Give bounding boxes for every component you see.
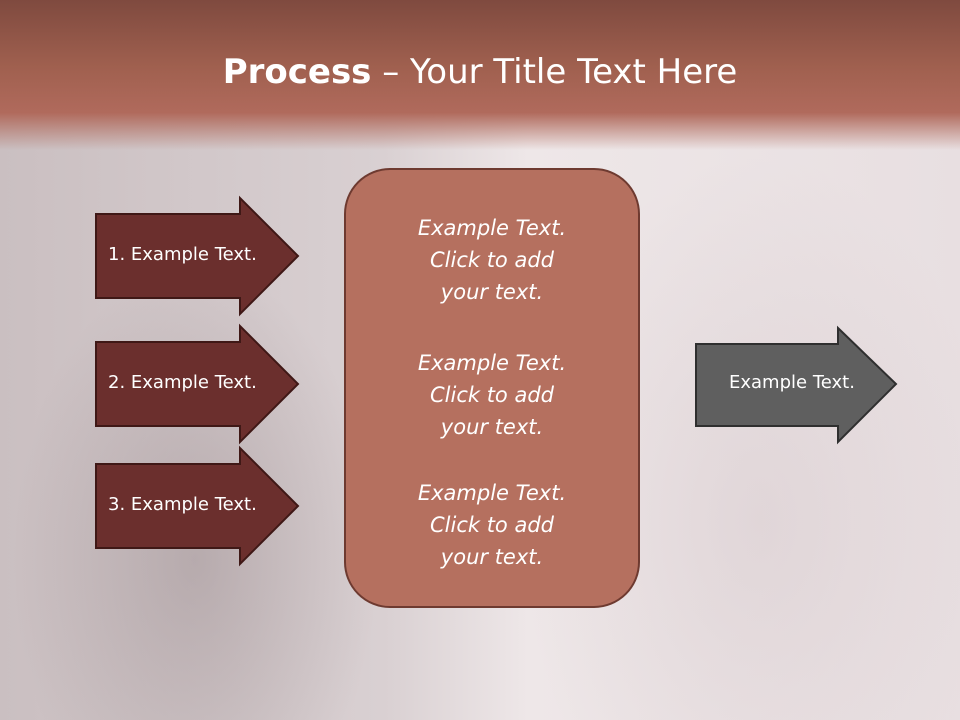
center-item-1-line3: your text. [440,280,544,304]
left-arrow-1[interactable] [95,195,300,317]
title-rest: – Your Title Text Here [371,52,738,92]
center-item-1[interactable]: Example Text. Click to add your text. [344,212,640,308]
slide-title[interactable]: Process – Your Title Text Here [0,52,960,92]
center-item-3-line3: your text. [440,545,544,569]
center-item-2[interactable]: Example Text. Click to add your text. [344,347,640,443]
center-item-1-line1: Example Text. [417,216,567,240]
center-item-2-line3: your text. [440,415,544,439]
center-text-box[interactable] [344,168,640,608]
right-arrow-label: Example Text. [729,372,855,393]
title-band [0,0,960,150]
title-bold: Process [222,52,372,92]
center-item-2-line2: Click to add [429,383,554,407]
left-arrow-1-label: 1. Example Text. [108,244,257,265]
center-item-1-line2: Click to add [429,248,554,272]
left-arrow-3-label: 3. Example Text. [108,494,257,515]
left-arrow-2-label: 2. Example Text. [108,372,257,393]
left-arrow-2[interactable] [95,323,300,445]
center-item-2-line1: Example Text. [417,351,567,375]
left-arrow-3[interactable] [95,445,300,567]
center-item-3[interactable]: Example Text. Click to add your text. [344,477,640,573]
right-arrow[interactable] [695,325,898,445]
center-item-3-line2: Click to add [429,513,554,537]
center-item-3-line1: Example Text. [417,481,567,505]
